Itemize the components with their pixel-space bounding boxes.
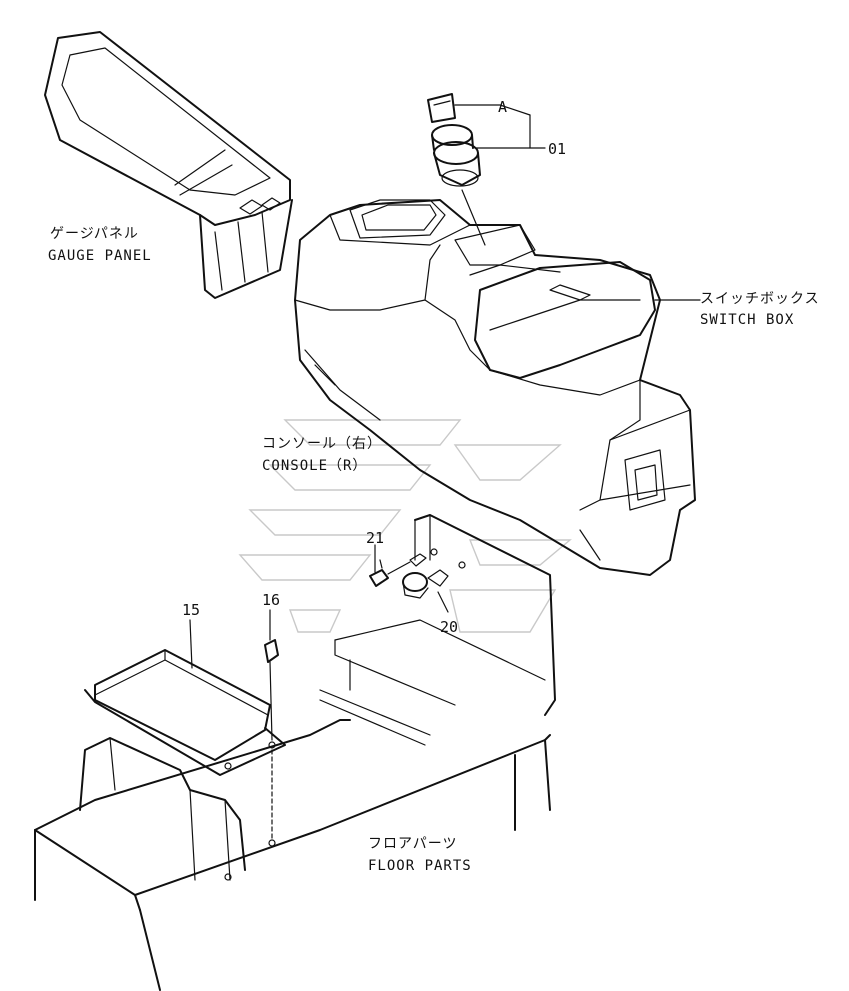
switch-box-label-jp: スイッチボックス [700, 291, 820, 307]
floor-parts-part [34, 619, 551, 991]
console-label-jp: コンソール（右） [262, 436, 382, 452]
callout-15: 15 [182, 601, 200, 619]
callout-20: 20 [440, 618, 458, 636]
cover-plate-part [84, 649, 286, 776]
gauge-panel-part [44, 31, 293, 299]
floor-parts-label-jp: フロアパーツ [368, 836, 457, 852]
console-part [294, 199, 696, 576]
bolt-part [264, 639, 279, 847]
leader-lines [189, 104, 701, 669]
watermark-logo [238, 419, 572, 633]
console-label-en: CONSOLE（R） [262, 458, 367, 474]
gauge-panel-label-jp: ゲージパネル [50, 226, 139, 242]
switch-box-label-en: SWITCH BOX [700, 312, 794, 328]
key-switch-part [427, 93, 486, 246]
floor-parts-label-en: FLOOR PARTS [368, 858, 472, 874]
callout-01: 01 [548, 140, 566, 158]
gauge-panel-label-en: GAUGE PANEL [48, 248, 152, 264]
callout-16: 16 [262, 591, 280, 609]
callout-21: 21 [366, 529, 384, 547]
callout-a: A [498, 98, 507, 116]
console-bracket-part [369, 514, 556, 716]
